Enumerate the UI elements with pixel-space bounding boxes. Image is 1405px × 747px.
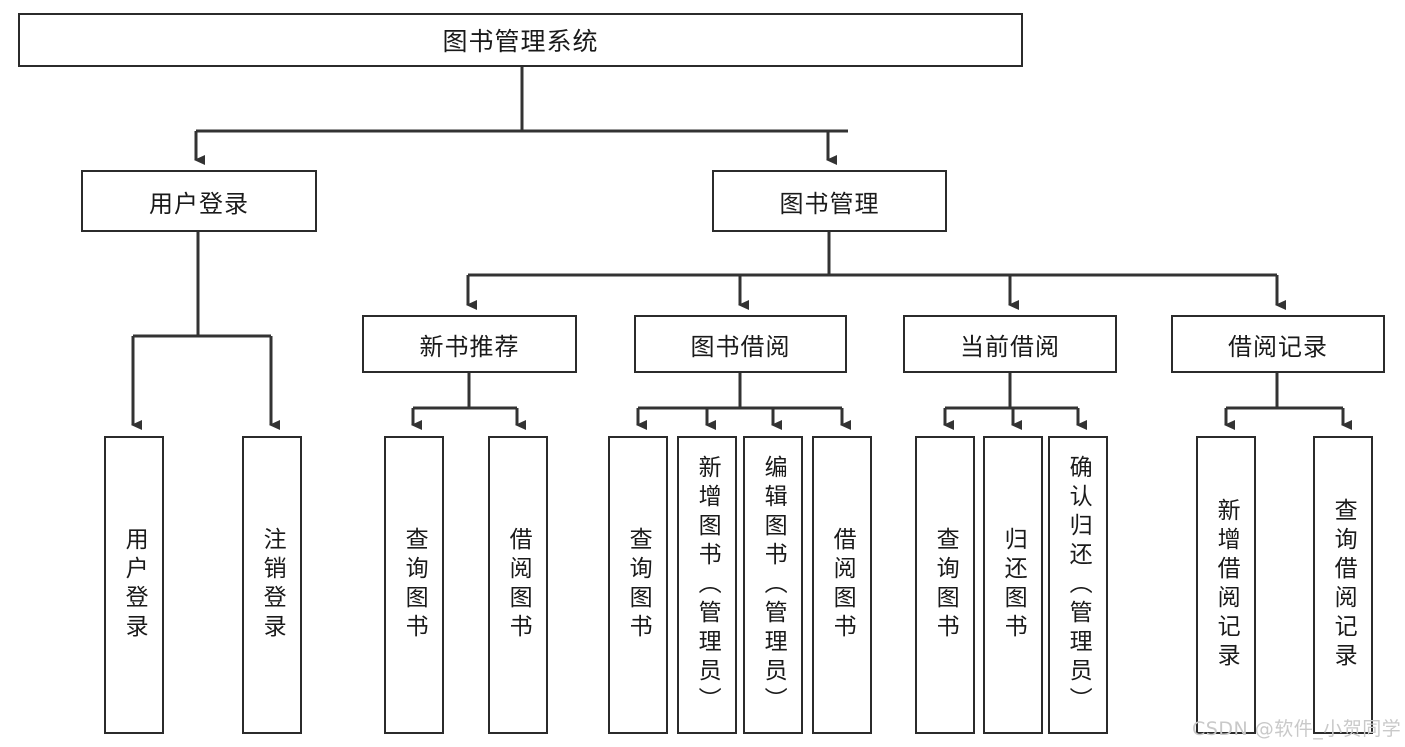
node-label: 确认归还（管理员） (1065, 454, 1092, 716)
node-label: 借阅图书 (505, 527, 532, 643)
node-borrow-record[interactable]: 借阅记录 (1171, 315, 1385, 373)
node-book-management[interactable]: 图书管理 (712, 170, 947, 232)
leaf-current-borrow-2[interactable]: 确认归还（管理员） (1048, 436, 1108, 734)
csdn-watermark: CSDN @软件_小贺同学 (1192, 718, 1402, 740)
node-label: 新书推荐 (419, 332, 520, 361)
leaf-book-borrow-3[interactable]: 借阅图书 (812, 436, 872, 734)
node-label: 当前借阅 (960, 332, 1060, 361)
leaf-current-borrow-0[interactable]: 查询图书 (915, 436, 975, 734)
node-label: 查询借阅记录 (1330, 498, 1357, 672)
leaf-book-borrow-2[interactable]: 编辑图书（管理员） (743, 436, 803, 734)
leaf-new-book-recommend-0[interactable]: 查询图书 (384, 436, 444, 734)
node-label: 用户登录 (121, 527, 148, 643)
leaf-user-login-1[interactable]: 注销登录 (242, 436, 302, 734)
node-root-system[interactable]: 图书管理系统 (18, 13, 1023, 67)
node-label: 归还图书 (1000, 527, 1027, 643)
node-label: 注销登录 (259, 527, 286, 643)
node-label: 新增借阅记录 (1213, 498, 1240, 672)
leaf-book-borrow-0[interactable]: 查询图书 (608, 436, 668, 734)
node-label: 借阅图书 (829, 527, 856, 643)
node-new-book-recommend[interactable]: 新书推荐 (362, 315, 577, 373)
node-label: 查询图书 (401, 527, 428, 643)
node-label: 查询图书 (932, 527, 959, 643)
node-label: 图书管理 (779, 189, 880, 218)
leaf-user-login-0[interactable]: 用户登录 (104, 436, 164, 734)
leaf-current-borrow-1[interactable]: 归还图书 (983, 436, 1043, 734)
leaf-book-borrow-1[interactable]: 新增图书（管理员） (677, 436, 737, 734)
leaf-borrow-record-0[interactable]: 新增借阅记录 (1196, 436, 1256, 734)
node-label: 编辑图书（管理员） (760, 454, 787, 716)
node-label: 图书借阅 (690, 332, 791, 361)
node-label: 图书管理系统 (442, 27, 599, 56)
node-label: 新增图书（管理员） (694, 454, 721, 716)
leaf-new-book-recommend-1[interactable]: 借阅图书 (488, 436, 548, 734)
node-user-login[interactable]: 用户登录 (81, 170, 317, 232)
node-label: 查询图书 (625, 527, 652, 643)
node-current-borrow[interactable]: 当前借阅 (903, 315, 1117, 373)
node-label: 借阅记录 (1228, 332, 1328, 361)
leaf-borrow-record-1[interactable]: 查询借阅记录 (1313, 436, 1373, 734)
node-book-borrow[interactable]: 图书借阅 (634, 315, 847, 373)
node-label: 用户登录 (149, 189, 249, 218)
